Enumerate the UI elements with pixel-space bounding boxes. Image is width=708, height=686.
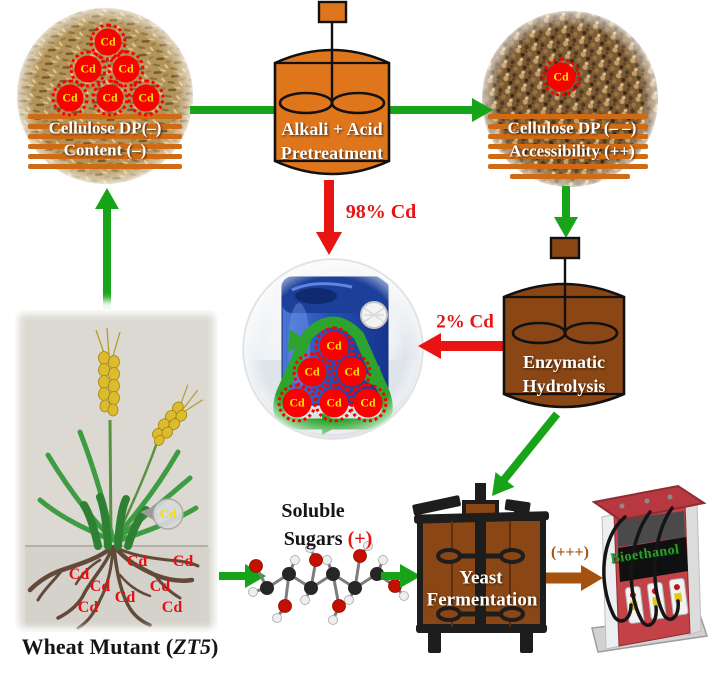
root-cd-label: Cd bbox=[172, 553, 194, 570]
hydrolysis-label-2: Hydrolysis bbox=[522, 376, 606, 396]
fuel-pump bbox=[591, 484, 708, 653]
wheat-plant bbox=[37, 327, 203, 550]
cd-removed-label: 98% Cd bbox=[345, 201, 417, 223]
fermenter-paddles bbox=[436, 548, 525, 622]
green-arrow-from-wheat-up bbox=[95, 188, 119, 309]
treated-circle-label-1: Cellulose DP (– –) bbox=[507, 118, 637, 138]
root-cd-label: Cd bbox=[161, 599, 183, 616]
vessel2-motor bbox=[549, 236, 581, 260]
wheat-caption-post: ) bbox=[211, 634, 219, 659]
root-cd-label: Cd bbox=[77, 599, 99, 616]
sugars-label-1: Soluble bbox=[281, 500, 345, 522]
cd-badge-label: Cd bbox=[326, 395, 342, 410]
pretreatment-label-1: Alkali + Acid bbox=[281, 119, 383, 139]
cd-badge-label: Cd bbox=[118, 61, 134, 76]
straw-circle-label-2: Content (–) bbox=[63, 140, 147, 160]
treated-circle-stripes bbox=[488, 114, 648, 179]
green-arrow-to-fermenter bbox=[492, 411, 561, 496]
cd-badge-label: Cd bbox=[304, 364, 320, 379]
cd-badge-label: Cd bbox=[80, 61, 96, 76]
magnifier-cd-label: Cd bbox=[159, 506, 177, 521]
treated-circle-label-2: Accessibility (++) bbox=[509, 141, 635, 161]
wheat-ear bbox=[95, 327, 121, 417]
root-cd-label: Cd bbox=[126, 553, 148, 570]
wheat-caption-mutant: ZT5 bbox=[173, 634, 212, 659]
cd-badge-label: Cd bbox=[553, 69, 569, 84]
wheat-image bbox=[5, 300, 228, 642]
wheat-caption-pre: Wheat Mutant ( bbox=[21, 634, 174, 659]
magnifier-icon bbox=[140, 498, 184, 530]
cd-residual-label: 2% Cd bbox=[436, 311, 494, 333]
red-arrow-98cd bbox=[316, 180, 342, 255]
cd-badge: Cd bbox=[541, 57, 581, 97]
vessel1-impeller bbox=[330, 91, 386, 115]
cd-badge: Cd bbox=[292, 352, 332, 392]
fermenter-vessel bbox=[412, 483, 550, 653]
treated-biomass-circle bbox=[479, 8, 661, 190]
cd-badge-label: Cd bbox=[138, 90, 154, 105]
cd-badge-label: Cd bbox=[360, 395, 376, 410]
glucose-molecule bbox=[248, 541, 409, 625]
cd-badge: Cd bbox=[127, 79, 165, 117]
pretreatment-label-2: Pretreatment bbox=[280, 143, 384, 163]
green-arrow-to-hydrolysis bbox=[554, 186, 578, 238]
straw-circle-label-1: Cellulose DP(–) bbox=[48, 118, 162, 138]
cd-badge: Cd bbox=[107, 50, 145, 88]
vessel1-motor bbox=[317, 0, 348, 24]
yield-label: (+++) bbox=[550, 544, 590, 561]
hydrolysis-vessel bbox=[502, 236, 626, 409]
cd-badge: Cd bbox=[89, 23, 127, 61]
fermenter-label-1: Yeast bbox=[459, 567, 503, 589]
fermenter-label-2: Fermentation bbox=[426, 589, 538, 611]
sugars-word: Sugars bbox=[283, 528, 343, 550]
pretreatment-vessel bbox=[273, 0, 391, 176]
cd-badge-label: Cd bbox=[344, 364, 360, 379]
root-cd-label: Cd bbox=[89, 578, 111, 595]
cd-badge: Cd bbox=[69, 50, 107, 88]
cd-badge-label: Cd bbox=[100, 34, 116, 49]
red-arrow-2cd bbox=[418, 333, 503, 359]
vessel2-impeller bbox=[563, 321, 619, 345]
cd-badge-label: Cd bbox=[102, 90, 118, 105]
cd-badge-label: Cd bbox=[289, 395, 305, 410]
cd-badge: Cd bbox=[277, 383, 317, 423]
wheat-caption: Wheat Mutant (ZT5) bbox=[22, 636, 219, 658]
cd-badge: Cd bbox=[91, 79, 129, 117]
cd-badge-label: Cd bbox=[62, 90, 78, 105]
straw-biomass-circle bbox=[14, 5, 196, 187]
brown-arrow-to-pump bbox=[546, 565, 603, 591]
cd-badge-label: Cd bbox=[326, 338, 342, 353]
cd-badge: Cd bbox=[314, 383, 354, 423]
root-cd-label: Cd bbox=[114, 589, 136, 606]
cd-badge: Cd bbox=[348, 383, 388, 423]
hydrolysis-label-1: Enzymatic bbox=[523, 352, 605, 372]
cd-badge: Cd bbox=[51, 79, 89, 117]
root-cd-label: Cd bbox=[149, 578, 171, 595]
sugars-plus: (+) bbox=[347, 528, 373, 550]
sugars-label-2: Sugars (+) bbox=[284, 529, 373, 549]
green-arrow-to-sugars bbox=[219, 564, 266, 588]
cd-badge: Cd bbox=[332, 352, 372, 392]
wheat-roots bbox=[27, 544, 200, 630]
green-arrow-sugars-to-fermenter bbox=[381, 564, 421, 588]
root-cd-label: Cd bbox=[68, 566, 90, 583]
pump-hoses bbox=[602, 506, 680, 627]
wheat-ear bbox=[152, 384, 203, 446]
